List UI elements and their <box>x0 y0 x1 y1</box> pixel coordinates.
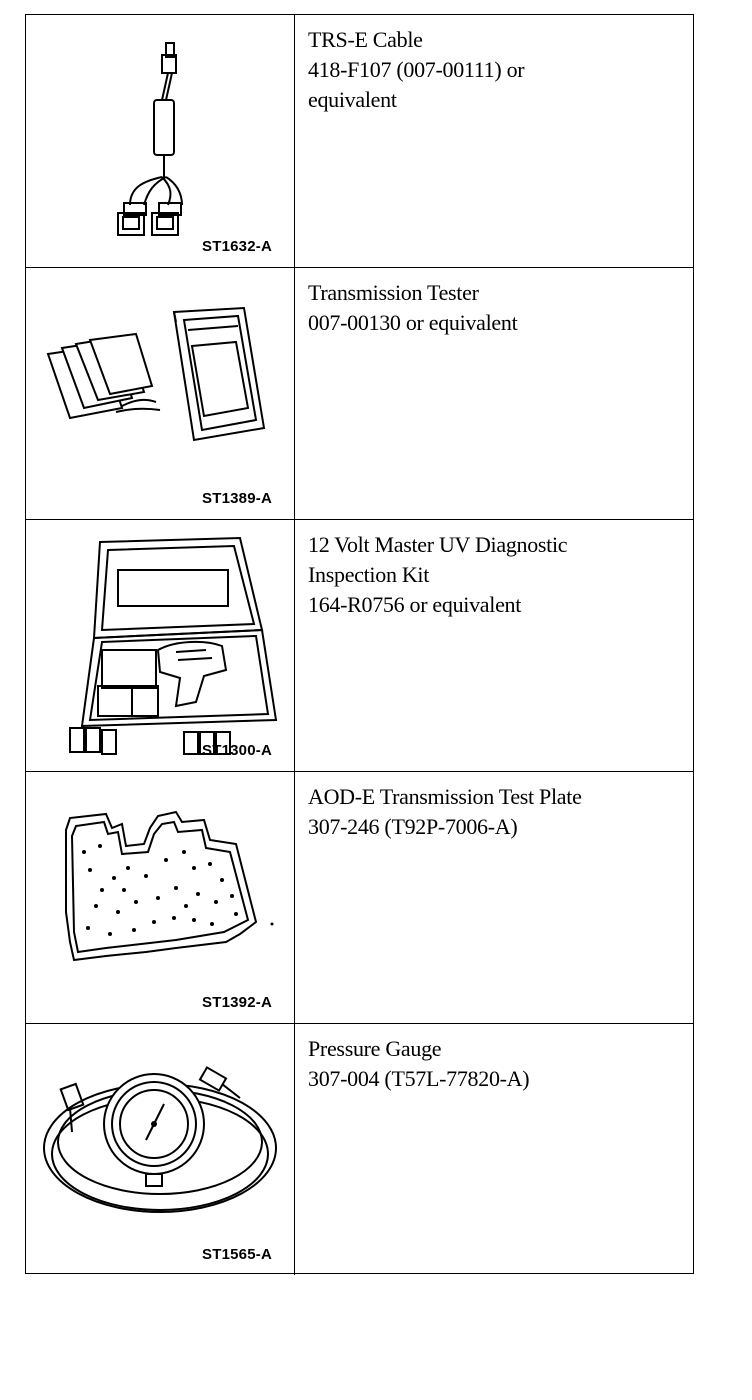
trs-e-cable-illustration <box>117 42 183 236</box>
tool-row-uv-diagnostic-kit: ST1300-A 12 Volt Master UV Diagnostic In… <box>26 519 693 771</box>
tool-description: TRS-E Cable 418-F107 (007-00111) or equi… <box>308 25 683 115</box>
tool-image-cell: ST1389-A <box>26 268 295 519</box>
figure-code: ST1300-A <box>202 742 272 759</box>
tool-description: Pressure Gauge 307-004 (T57L-77820-A) <box>308 1034 683 1094</box>
uv-diagnostic-kit-illustration <box>69 536 278 755</box>
pressure-gauge-illustration <box>43 1066 277 1213</box>
transmission-tester-illustration <box>46 306 266 442</box>
tool-part-number: 164-R0756 or equivalent <box>308 592 522 617</box>
tool-name: Pressure Gauge <box>308 1036 442 1061</box>
tool-image-cell: ST1300-A <box>26 520 295 771</box>
figure-code: ST1632-A <box>202 238 272 255</box>
tool-name: AOD-E Transmission Test Plate <box>308 784 582 809</box>
figure-code: ST1389-A <box>202 490 272 507</box>
test-plate-illustration <box>65 810 274 962</box>
tool-part-number: 418-F107 (007-00111) or <box>308 57 525 82</box>
tool-image-cell: ST1632-A <box>26 15 295 267</box>
tool-name: TRS-E Cable <box>308 27 423 52</box>
tool-part-number: 307-004 (T57L-77820-A) <box>308 1066 530 1091</box>
tool-row-transmission-tester: ST1389-A Transmission Tester 007-00130 o… <box>26 267 693 519</box>
figure-code: ST1565-A <box>202 1246 272 1263</box>
tool-image-cell: ST1392-A <box>26 772 295 1023</box>
tool-image-cell: ST1565-A <box>26 1024 295 1275</box>
figure-code: ST1392-A <box>202 994 272 1011</box>
tool-equivalent-note: equivalent <box>308 87 397 112</box>
special-tools-table: ST1632-A TRS-E Cable 418-F107 (007-00111… <box>25 14 694 1275</box>
tool-description: 12 Volt Master UV Diagnostic Inspection … <box>308 530 683 620</box>
tool-row-pressure-gauge: ST1565-A Pressure Gauge 307-004 (T57L-77… <box>26 1023 693 1275</box>
tool-name: Transmission Tester <box>308 280 479 305</box>
tool-description: AOD-E Transmission Test Plate 307-246 (T… <box>308 782 683 842</box>
tool-row-trs-e-cable: ST1632-A TRS-E Cable 418-F107 (007-00111… <box>26 15 693 267</box>
tool-part-number: 007-00130 or equivalent <box>308 310 518 335</box>
tool-name-continued: Inspection Kit <box>308 562 430 587</box>
tool-row-test-plate: ST1392-A AOD-E Transmission Test Plate 3… <box>26 771 693 1023</box>
tool-description: Transmission Tester 007-00130 or equival… <box>308 278 683 338</box>
tool-name: 12 Volt Master UV Diagnostic <box>308 532 568 557</box>
tool-part-number: 307-246 (T92P-7006-A) <box>308 814 518 839</box>
